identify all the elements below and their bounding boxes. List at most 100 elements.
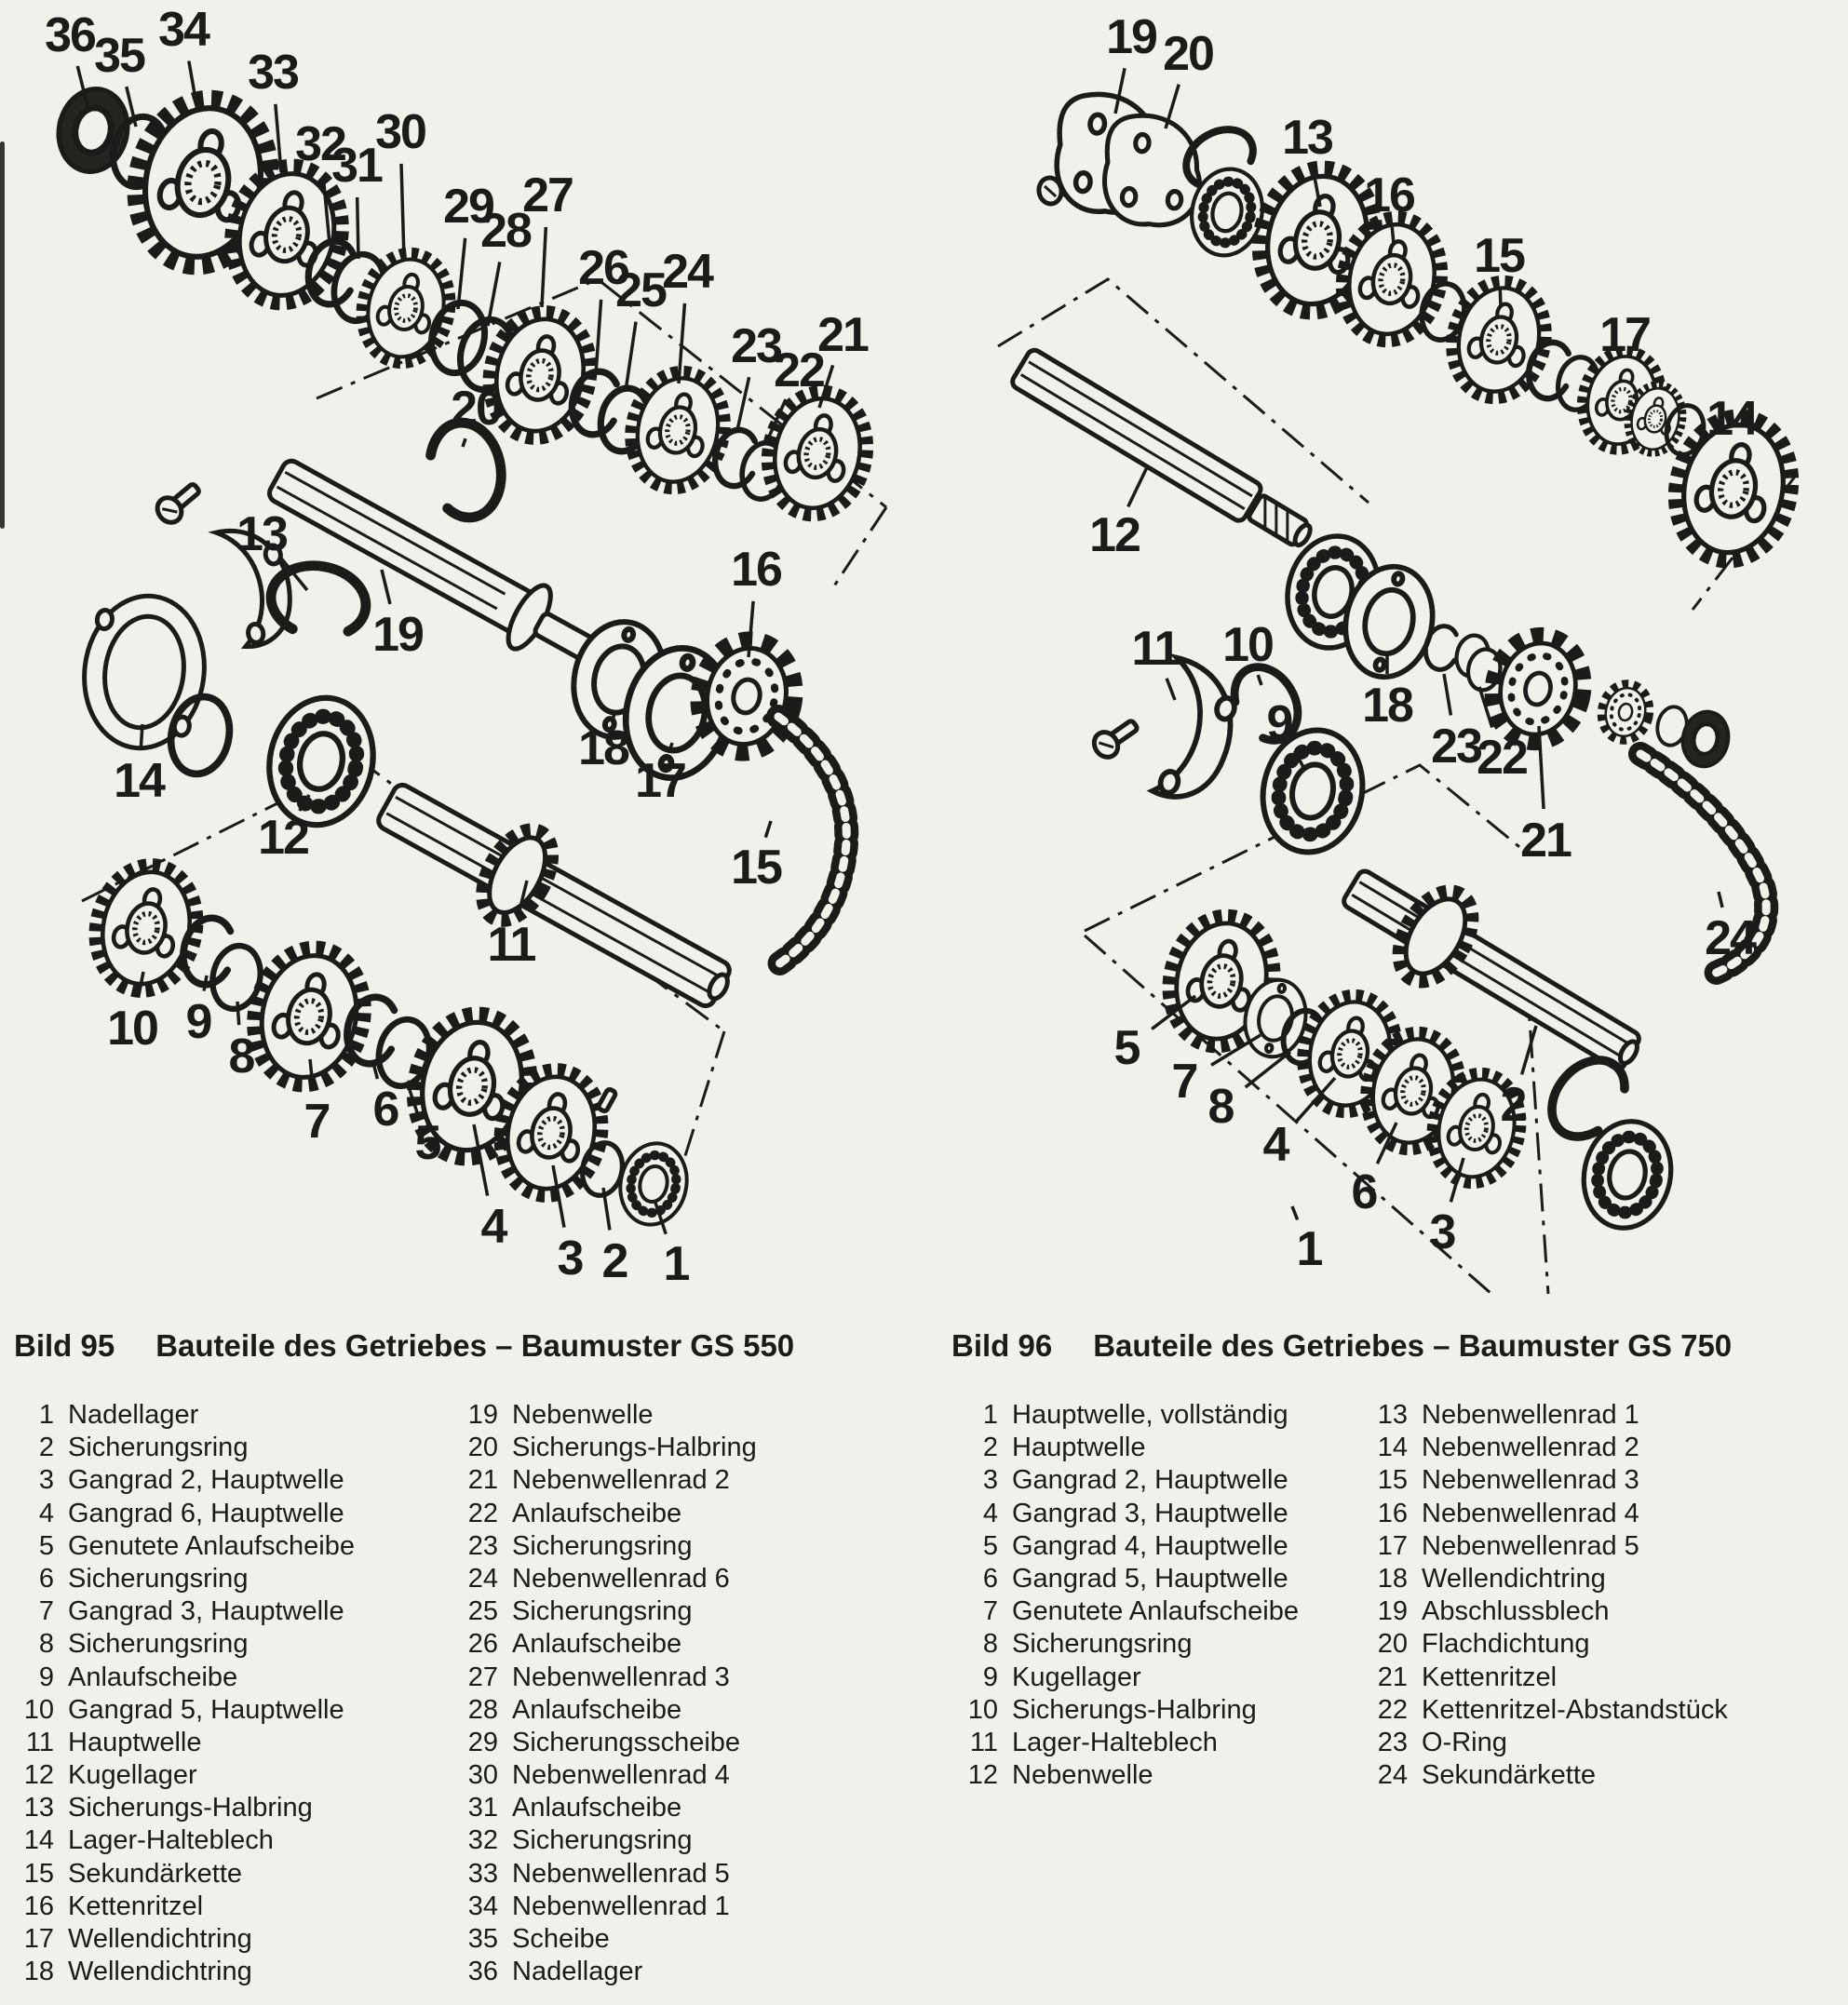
callout-bild-96-14: 14 [1706,392,1759,446]
part-number: 7 [982,1596,998,1627]
leader-line [1113,67,1126,114]
part-number: 19 [467,1400,498,1430]
callout-bild-96-23: 23 [1431,720,1483,774]
part-label: Nebenwelle [1012,1760,1153,1791]
part-label: Kettenritzel-Abstandstück [1422,1694,1728,1725]
part-label: Gangrad 5, Hauptwelle [1012,1563,1288,1594]
part-label: Gangrad 3, Hauptwelle [1012,1498,1288,1528]
part-number: 2 [38,1433,54,1463]
callout-bild-95-29: 29 [443,180,495,234]
part-label: Anlaufscheibe [512,1629,682,1660]
part-number: 16 [1377,1498,1408,1528]
callout-bild-95-12: 12 [258,811,310,865]
part-number: 5 [38,1530,54,1561]
leader-line [1151,994,1197,1030]
part-label: Kettenritzel [68,1891,204,1921]
part-label: Nebenwelle [512,1400,654,1430]
part-number: 33 [467,1858,498,1889]
part-number: 17 [1377,1530,1408,1561]
callout-bild-96-1: 1 [1296,1222,1324,1276]
leader-line [735,376,751,431]
callout-bild-95-18: 18 [578,721,630,775]
leader-line [236,1001,241,1026]
part-number: 32 [467,1825,498,1856]
part-label: Gangrad 2, Hauptwelle [68,1465,344,1496]
callout-bild-96-13: 13 [1282,111,1334,165]
leader-line [677,303,687,384]
part-label: Sicherungsring [68,1433,249,1463]
callout-bild-95-31: 31 [331,139,384,193]
callout-bild-96-11: 11 [1131,622,1181,676]
callout-bild-95-4: 4 [480,1200,508,1254]
callout-bild-95-27: 27 [522,168,574,222]
part-number: 28 [467,1694,498,1725]
leader-line [1165,678,1177,701]
part-label: Sicherungsring [512,1596,693,1627]
part-label: Nebenwellenrad 4 [512,1760,730,1791]
part-number: 7 [38,1596,54,1627]
part-label: Sicherungsring [68,1629,249,1660]
part-number: 22 [467,1498,498,1528]
part-label: Abschlussblech [1422,1596,1610,1627]
leader-line [1290,1205,1300,1220]
part-number: 15 [1377,1465,1408,1496]
leader-line [1519,1025,1538,1075]
part-label: Hauptwelle, vollständig [1012,1400,1288,1430]
callout-bild-95-32: 32 [295,117,347,171]
callout-bild-96-15: 15 [1474,229,1526,283]
part-label: Sekundärkette [68,1858,243,1889]
part-number: 3 [38,1465,54,1496]
part-number: 11 [25,1727,54,1757]
part-number: 18 [23,1957,54,1987]
leader-line [1449,1157,1465,1203]
part-label: Lager-Halteblech [1012,1727,1218,1757]
part-number: 22 [1377,1694,1408,1725]
leader-line [136,971,145,998]
part-label: Sicherungsscheibe [512,1727,741,1757]
part-number: 24 [467,1563,498,1594]
part-label: Anlaufscheibe [68,1662,238,1692]
part-number: 13 [1377,1400,1408,1430]
callout-bild-96-7: 7 [1171,1055,1199,1109]
part-number: 20 [467,1433,498,1463]
leader-line [472,1124,490,1196]
leader-line [399,163,406,260]
part-label: Sicherungsring [512,1530,693,1561]
callout-bild-95-26: 26 [578,241,630,295]
part-number: 17 [23,1924,54,1954]
part-number: 8 [982,1629,998,1660]
callout-bild-95-21: 21 [817,308,870,362]
leader-line [540,226,548,308]
part-label: Kugellager [1012,1662,1141,1692]
part-number: 12 [23,1760,54,1791]
part-number: 30 [467,1760,498,1791]
part-number: 31 [467,1793,498,1823]
leader-line [601,1187,612,1231]
callout-bild-96-9: 9 [1266,696,1294,750]
callout-bild-95-28: 28 [480,204,533,258]
part-number: 21 [467,1465,498,1496]
part-label: Nebenwellenrad 1 [1422,1400,1639,1430]
